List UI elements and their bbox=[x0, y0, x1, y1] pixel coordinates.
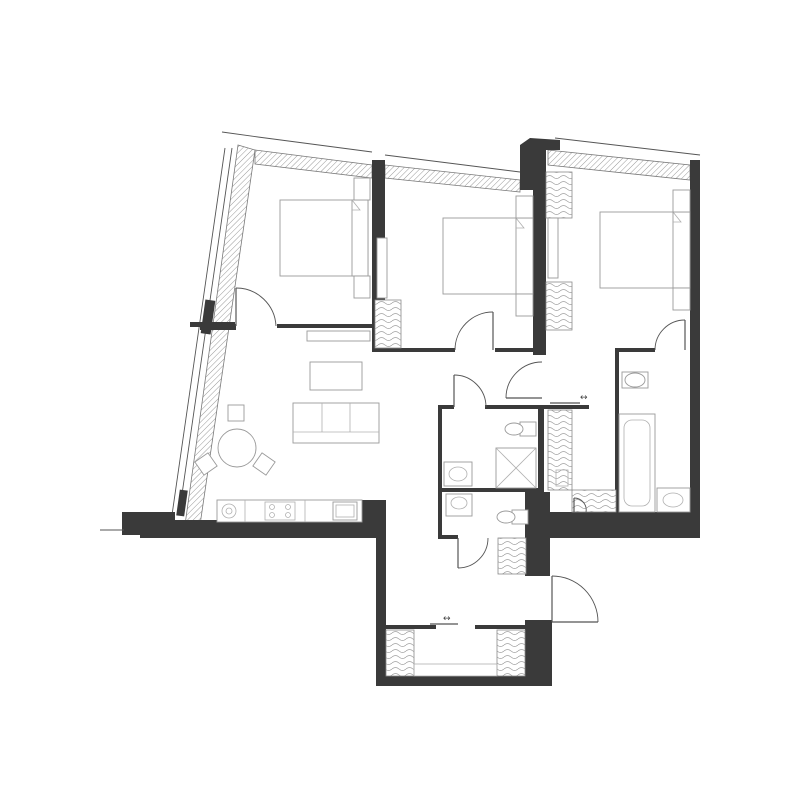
sink-bathroom-1 bbox=[443, 461, 473, 487]
bedroom-1-furniture bbox=[235, 177, 371, 342]
dining-table bbox=[217, 428, 257, 468]
door-bedroom-2[interactable] bbox=[454, 311, 494, 351]
nightstand-2b bbox=[515, 293, 534, 317]
chair-1 bbox=[227, 404, 245, 422]
facade-left bbox=[184, 144, 256, 526]
door-bedroom-1[interactable] bbox=[235, 287, 277, 327]
living-room-furniture bbox=[176, 299, 380, 523]
nightstand-1a bbox=[353, 177, 371, 201]
corridor: ↔ bbox=[505, 361, 588, 513]
wardrobe-bedroom-3-top bbox=[545, 171, 573, 219]
bedroom-3-furniture bbox=[547, 189, 691, 351]
door-corridor[interactable] bbox=[505, 361, 543, 399]
bathroom-2 bbox=[618, 371, 691, 513]
kitchen-counter bbox=[216, 499, 363, 523]
door-bathroom-1[interactable] bbox=[453, 374, 487, 408]
wardrobe-corridor bbox=[547, 409, 573, 491]
sliding-door-arrow-lower: ↔ bbox=[443, 614, 451, 624]
facade-bedroom-1 bbox=[254, 149, 373, 179]
sofa bbox=[292, 402, 380, 444]
nightstand-3b bbox=[672, 287, 691, 311]
chair-3 bbox=[252, 452, 276, 476]
bathroom-1 bbox=[443, 374, 537, 489]
wardrobe-hall bbox=[497, 537, 527, 575]
nightstand-2a bbox=[515, 195, 534, 219]
kitchen-sink bbox=[332, 501, 358, 521]
wardrobe-bedroom-3-bottom bbox=[545, 281, 573, 331]
desk-bedroom-3 bbox=[547, 217, 559, 279]
chair-2 bbox=[194, 452, 218, 476]
wc bbox=[445, 493, 529, 569]
door-wc[interactable] bbox=[457, 537, 489, 569]
entrance-door[interactable] bbox=[551, 575, 599, 623]
wardrobe-entrance-right bbox=[496, 629, 526, 677]
sink-bathroom-2 bbox=[656, 487, 691, 513]
door-bedroom-3[interactable] bbox=[654, 319, 686, 351]
entrance: ↔ bbox=[430, 575, 599, 625]
nightstand-1b bbox=[353, 275, 371, 299]
wardrobe-bedroom-2 bbox=[374, 299, 402, 349]
desk-bedroom-2 bbox=[376, 237, 388, 299]
nightstand-3a bbox=[672, 189, 691, 213]
wardrobes bbox=[374, 171, 617, 677]
coffee-table bbox=[309, 361, 363, 391]
closet-bath bbox=[571, 489, 617, 513]
desk-bedroom-1 bbox=[306, 330, 371, 342]
bathtub bbox=[618, 413, 656, 513]
bedroom-2-furniture bbox=[376, 195, 534, 351]
wardrobe-entrance-left bbox=[385, 629, 415, 677]
sliding-door-arrow-upper: ↔ bbox=[580, 393, 588, 403]
